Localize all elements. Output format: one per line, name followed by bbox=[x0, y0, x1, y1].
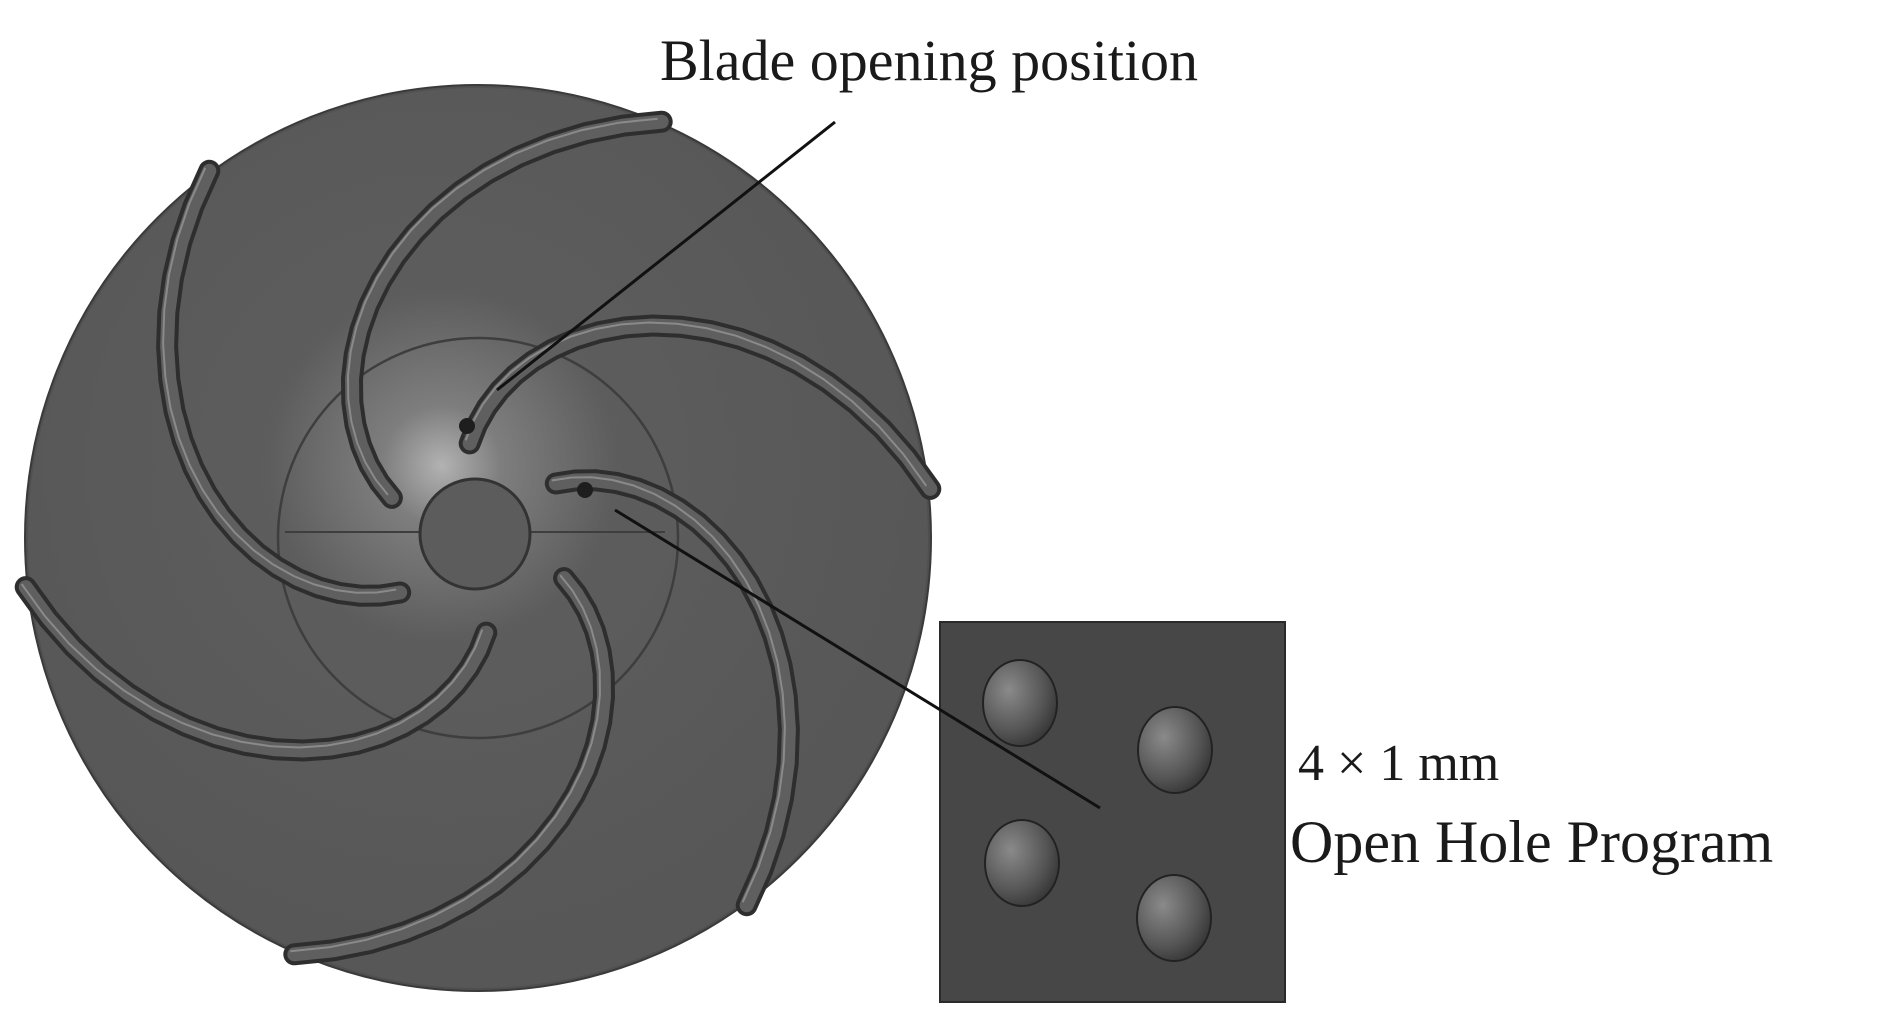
leader-line-hole-program bbox=[614, 508, 1101, 810]
blade-highlight-2 bbox=[551, 476, 786, 903]
inner-ring bbox=[276, 336, 680, 740]
blade-highlight-6 bbox=[346, 117, 658, 496]
blade-opening-hole-2 bbox=[577, 482, 593, 498]
impeller-blades bbox=[14, 110, 942, 966]
label-blade-opening: Blade opening position bbox=[660, 28, 1198, 93]
hole-top-left bbox=[982, 659, 1058, 747]
blade-face-3 bbox=[287, 571, 612, 962]
hole-bottom-left bbox=[984, 819, 1060, 907]
blade-face-6 bbox=[344, 114, 669, 505]
blade-face-5 bbox=[160, 163, 408, 603]
hole-inset bbox=[939, 621, 1286, 1003]
hole-bottom-right bbox=[1136, 874, 1212, 962]
blade-highlight-3 bbox=[290, 574, 602, 953]
blade-opening-hole-1 bbox=[459, 418, 475, 434]
label-hole-size: 4 × 1 mm bbox=[1298, 735, 1499, 792]
blade-face-2 bbox=[548, 473, 796, 913]
leader-line-blade-opening bbox=[496, 120, 836, 392]
label-hole-program: Open Hole Program bbox=[1290, 809, 1773, 875]
blade-highlight-1 bbox=[464, 321, 928, 487]
hole-top-right bbox=[1137, 706, 1213, 794]
hub-shaft bbox=[418, 477, 532, 591]
blade-highlight-5 bbox=[162, 167, 397, 594]
blade-highlight-4 bbox=[20, 583, 484, 749]
impeller bbox=[14, 84, 942, 992]
